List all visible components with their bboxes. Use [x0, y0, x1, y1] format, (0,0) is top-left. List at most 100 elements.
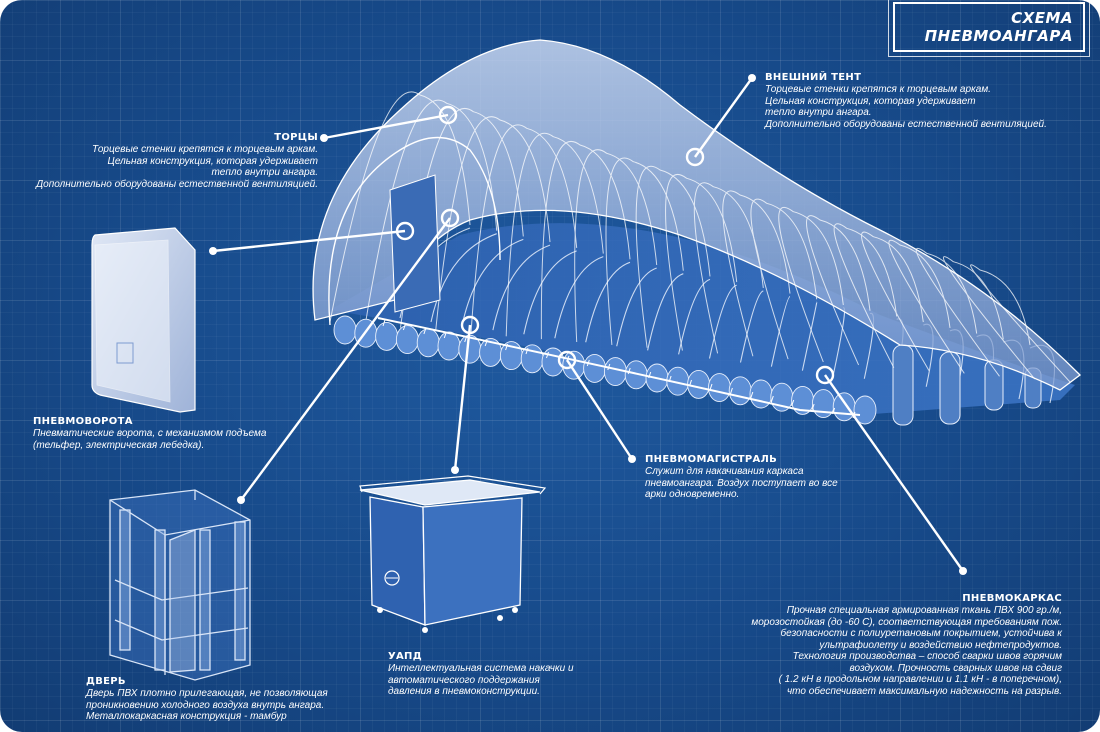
callout-text: Служит для накачивания каркаса	[645, 466, 804, 477]
callout-text: Прочная специальная армированная ткань П…	[786, 605, 1062, 616]
callout-uapd: УАПД Интеллектуальная система накачки и …	[388, 651, 574, 698]
pipe-tick	[689, 379, 692, 387]
callout-text: Дополнительно оборудованы естественной в…	[765, 118, 1047, 130]
callout-text: Технология производства – способ сварки …	[792, 651, 1062, 662]
base-lobe	[541, 347, 565, 377]
air-main-pipe	[377, 317, 861, 416]
outer-rib	[861, 231, 930, 371]
pipe-tick	[729, 387, 733, 395]
outer-rib	[540, 140, 631, 340]
pipe-tick	[484, 339, 488, 347]
inner-rib	[708, 284, 737, 359]
callout-rings	[395, 105, 835, 385]
outer-rib	[778, 206, 844, 363]
pipe-tick	[586, 359, 590, 367]
pipe-tick	[811, 403, 815, 411]
inner-rib	[585, 261, 631, 343]
pipe-tick	[627, 367, 631, 375]
callout-outer-tent: ВНЕШНИЙ ТЕНТ Торцевые стенки крепятся к …	[765, 72, 1047, 130]
outer-rib	[665, 173, 738, 351]
pipe-tick	[607, 363, 611, 371]
pipe-tick	[832, 407, 836, 415]
callout-heading: ПНЕВМОМАГИСТРАЛЬ	[645, 454, 778, 465]
title-line-2: ПНЕВМОАНГАРА	[924, 27, 1073, 45]
pipe-tick	[546, 351, 549, 359]
callout-text: безопасности с полиуретановым покрытием,…	[780, 628, 1062, 639]
pipe-tick	[505, 343, 509, 351]
outer-rib	[833, 223, 898, 368]
pipe-tick	[709, 383, 713, 391]
outer-rib	[915, 248, 1000, 377]
outer-rib	[888, 239, 965, 374]
inner-rib	[461, 238, 524, 327]
outer-rib	[470, 124, 578, 334]
outer-rib	[605, 157, 684, 345]
pipe-tick	[668, 375, 672, 383]
callout-text: Интеллектуальная система накачки и	[388, 663, 574, 674]
inner-rib	[678, 278, 711, 355]
inner-rib	[770, 296, 791, 367]
outer-ribs	[329, 91, 1071, 383]
callout-text: Металлокаркасная конструкция - тамбур	[86, 711, 287, 722]
pipe-tick	[464, 335, 468, 343]
callout-heading: ДВЕРЬ	[86, 676, 126, 687]
callout-text: арки одновременно.	[645, 489, 740, 500]
callout-heading: ВНЕШНИЙ ТЕНТ	[765, 72, 862, 83]
callout-heading: ПНЕВМОВОРОТА	[33, 416, 133, 427]
inner-rib	[616, 267, 657, 347]
inner-rib	[647, 273, 684, 351]
base-lobe	[728, 376, 752, 406]
callout-heading: УАПД	[388, 651, 422, 662]
outer-tent	[312, 39, 1081, 391]
title-line-1: СХЕМА	[1011, 9, 1073, 27]
callout-text: воздухом. Прочность сварных швов на сдви…	[849, 662, 1063, 674]
outer-rib	[364, 99, 498, 325]
callout-text: Дополнительно оборудованы естественной в…	[36, 178, 318, 190]
pipe-tick	[443, 331, 447, 339]
callout-text: Цельная конструкция, которая удерживает	[765, 95, 976, 107]
callout-door: ДВЕРЬ Дверь ПВХ плотно прилегающая, не п…	[86, 676, 328, 723]
callout-text: Дверь ПВХ плотно прилегающая, не позволя…	[86, 688, 328, 699]
callout-text: Торцевые стенки крепятся к торцевым арка…	[765, 84, 991, 95]
outer-rib	[750, 198, 818, 360]
callout-air-main: ПНЕВМОМАГИСТРАЛЬ Служит для накачивания …	[645, 454, 838, 501]
support-legs	[892, 344, 1042, 426]
pipe-tick	[750, 391, 754, 399]
callout-text: морозостойкая (до -60 С), соответствующа…	[751, 616, 1062, 628]
pipe-tick	[648, 371, 652, 379]
inner-rib	[430, 233, 497, 323]
pipe-tick	[791, 399, 795, 407]
base-lobe	[853, 395, 877, 425]
doorway	[389, 174, 441, 313]
pipe-tick	[525, 347, 529, 355]
pipe-tick	[770, 395, 774, 403]
base-lobe	[707, 373, 731, 403]
callout-text: давления в пневмоконструкции.	[388, 686, 540, 697]
outer-rib	[806, 215, 871, 366]
callout-text: что обеспечивает максимальную надежность…	[787, 685, 1062, 697]
callout-dots	[209, 74, 967, 575]
callout-leaders	[212, 77, 964, 572]
outer-rib	[722, 190, 791, 357]
callout-text: ( 1.2 кН в продольном направлении и 1.1 …	[778, 674, 1062, 685]
callout-end-walls: ТОРЦЫ Торцевые стенки крепятся к торцевы…	[36, 132, 318, 190]
title-outer-frame	[888, 0, 1090, 57]
callout-text: Пневматические ворота, с механизмом подъ…	[33, 428, 267, 439]
inner-rib	[523, 250, 577, 335]
callout-text: ультрафиолету и воздействию нефтепродукт…	[819, 639, 1062, 651]
base-lobe	[583, 353, 607, 383]
outer-rib	[574, 149, 658, 343]
inner-rib	[739, 290, 764, 363]
base-lobes	[333, 315, 877, 425]
callout-text: автоматического поддержания	[388, 674, 540, 686]
callout-heading: ПНЕВМОКАРКАС	[962, 593, 1062, 604]
callout-text: пневмоангара. Воздух поступает во все	[645, 477, 838, 489]
callout-text: проникновению холодного воздуха внутрь а…	[86, 699, 325, 711]
inner-rib	[492, 244, 551, 331]
outer-rib	[942, 256, 1036, 380]
base-lobe	[832, 392, 856, 422]
pipe-tick	[402, 323, 406, 331]
outer-rib	[970, 264, 1071, 383]
